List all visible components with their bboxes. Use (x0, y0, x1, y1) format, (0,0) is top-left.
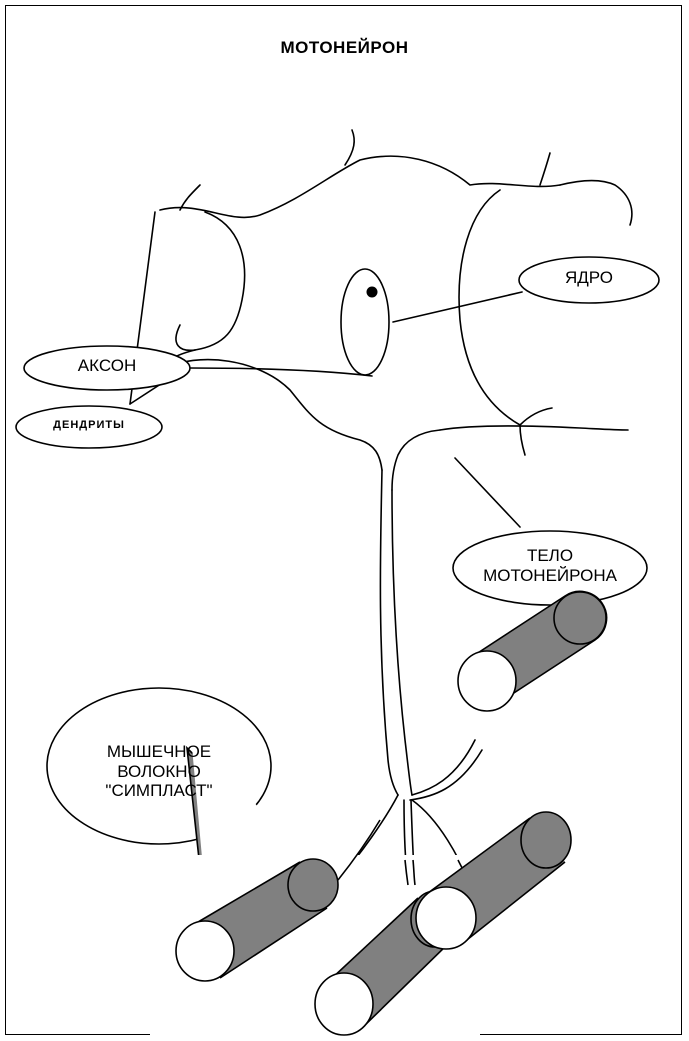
body-label-line2: МОТОНЕЙРОНА (453, 566, 647, 586)
fiber-label-line2: ВОЛОКНО (47, 762, 271, 782)
body-label: ТЕЛО МОТОНЕЙРОНА (453, 546, 647, 585)
body-label-line1: ТЕЛО (453, 546, 647, 566)
nucleus-label: ЯДРО (519, 268, 659, 288)
diagram-title: МОТОНЕЙРОН (0, 38, 689, 58)
axon-label: АКСОН (24, 356, 190, 376)
dendrites-label: ДЕНДРИТЫ (16, 419, 162, 432)
fiber-label: МЫШЕЧНОЕ ВОЛОКНО "СИМПЛАСТ" (47, 742, 271, 801)
fiber-label-line3: "СИМПЛАСТ" (47, 781, 271, 801)
fiber-label-line1: МЫШЕЧНОЕ (47, 742, 271, 762)
